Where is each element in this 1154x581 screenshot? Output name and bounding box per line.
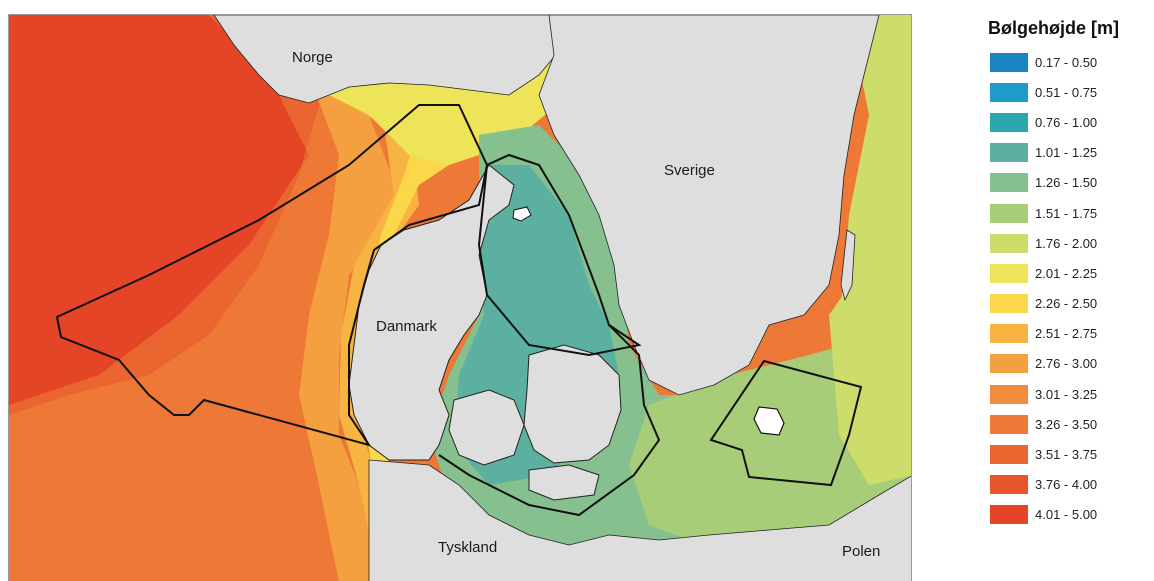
legend-item: 1.76 - 2.00	[990, 228, 1150, 258]
land-anholt	[512, 206, 532, 222]
legend-item: 3.01 - 3.25	[990, 379, 1150, 409]
legend-label: 1.26 - 1.50	[1035, 175, 1098, 191]
legend-swatch	[990, 505, 1028, 525]
legend-item: 0.17 - 0.50	[990, 47, 1150, 77]
land-bornholm	[753, 406, 785, 436]
legend-item: 3.26 - 3.50	[990, 409, 1150, 439]
label-polen: Polen	[842, 543, 881, 560]
legend: Bølgehøjde [m] 0.17 - 0.50 0.51 - 0.75 0…	[988, 18, 1150, 530]
sea-zone-yellow	[361, 75, 519, 581]
outline-inner-waters	[438, 324, 661, 517]
sea-zone-deep-red	[9, 15, 309, 415]
legend-swatch	[990, 263, 1028, 283]
legend-swatch	[990, 173, 1028, 193]
outline-bornholm-area	[709, 359, 863, 487]
legend-swatch	[990, 233, 1028, 253]
legend-item: 0.51 - 0.75	[990, 77, 1150, 107]
label-danmark: Danmark	[376, 318, 437, 335]
legend-item: 0.76 - 1.00	[990, 107, 1150, 137]
legend-label: 2.01 - 2.25	[1035, 265, 1098, 281]
legend-items: 0.17 - 0.50 0.51 - 0.75 0.76 - 1.00 1.01…	[990, 47, 1150, 530]
land-sweden	[538, 15, 880, 396]
legend-swatch	[990, 354, 1028, 374]
legend-item: 1.01 - 1.25	[990, 138, 1150, 168]
legend-label: 3.26 - 3.50	[1035, 416, 1098, 432]
legend-label: 3.76 - 4.00	[1035, 477, 1098, 493]
legend-item: 4.01 - 5.00	[990, 500, 1150, 530]
sea-bothnia-edge	[839, 15, 911, 325]
wave-height-map: Norge Sverige Danmark Tyskland Polen	[8, 14, 912, 581]
legend-swatch	[990, 324, 1028, 344]
legend-item: 2.01 - 2.25	[990, 258, 1150, 288]
label-tyskland: Tyskland	[438, 539, 498, 556]
legend-swatch	[990, 475, 1028, 495]
legend-item: 2.76 - 3.00	[990, 349, 1150, 379]
legend-swatch	[990, 294, 1028, 314]
legend-label: 2.26 - 2.50	[1035, 296, 1098, 312]
legend-label: 0.17 - 0.50	[1035, 54, 1098, 70]
legend-item: 2.51 - 2.75	[990, 319, 1150, 349]
label-sverige: Sverige	[664, 162, 715, 179]
map-canvas	[9, 15, 911, 581]
land-funen	[448, 389, 525, 466]
legend-label: 1.01 - 1.25	[1035, 145, 1098, 161]
legend-swatch	[990, 414, 1028, 434]
legend-label: 0.51 - 0.75	[1035, 84, 1098, 100]
legend-label: 3.51 - 3.75	[1035, 447, 1098, 463]
land-germany-poland	[368, 459, 911, 581]
land-lolland	[528, 464, 600, 501]
legend-swatch	[990, 52, 1028, 72]
legend-label: 2.76 - 3.00	[1035, 356, 1098, 372]
legend-item: 1.51 - 1.75	[990, 198, 1150, 228]
legend-label: 4.01 - 5.00	[1035, 507, 1098, 523]
legend-label: 3.01 - 3.25	[1035, 386, 1098, 402]
sea-baltic-far-east	[829, 197, 911, 485]
legend-label: 2.51 - 2.75	[1035, 326, 1098, 342]
sea-zone-orange	[299, 75, 399, 581]
legend-label: 0.76 - 1.00	[1035, 114, 1098, 130]
legend-label: 1.76 - 2.00	[1035, 235, 1098, 251]
legend-title: Bølgehøjde [m]	[988, 18, 1119, 38]
outline-north-sea-area	[55, 104, 642, 447]
legend-item: 1.26 - 1.50	[990, 168, 1150, 198]
legend-swatch	[990, 143, 1028, 163]
legend-swatch	[990, 384, 1028, 404]
land-zealand	[523, 344, 622, 464]
legend-item: 2.26 - 2.50	[990, 289, 1150, 319]
land-oland	[840, 229, 856, 302]
legend-swatch	[990, 203, 1028, 223]
legend-label: 1.51 - 1.75	[1035, 205, 1098, 221]
legend-swatch	[990, 82, 1028, 102]
label-norge: Norge	[292, 49, 333, 66]
legend-swatch	[990, 445, 1028, 465]
legend-item: 3.76 - 4.00	[990, 470, 1150, 500]
legend-item: 3.51 - 3.75	[990, 439, 1150, 469]
legend-swatch	[990, 112, 1028, 132]
